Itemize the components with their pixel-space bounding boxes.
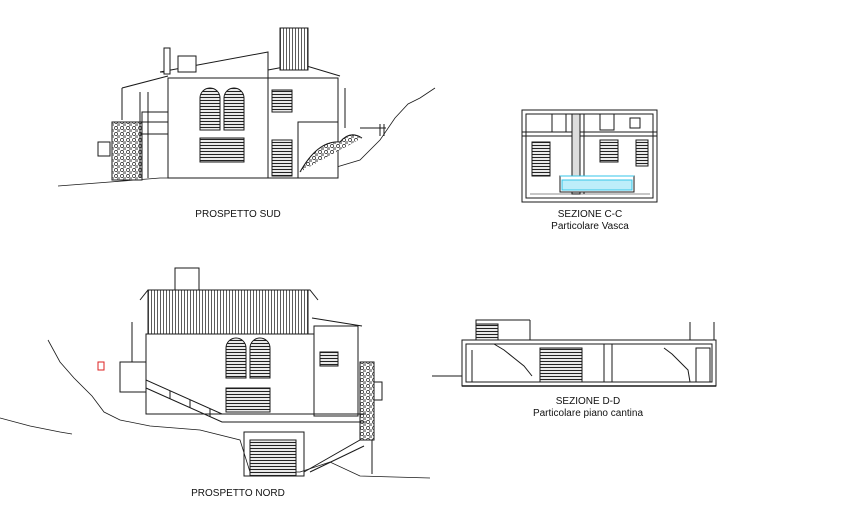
sezione-cc-section bbox=[521, 109, 658, 203]
sezione-dd-title: SEZIONE D-D bbox=[555, 396, 621, 407]
sezione-cc-caption: SEZIONE C-C Particolare Vasca bbox=[510, 209, 670, 233]
sezione-cc-subtitle: Particolare Vasca bbox=[551, 221, 629, 232]
prospetto-nord-elevation bbox=[0, 267, 431, 479]
sezione-dd-caption: SEZIONE D-D Particolare piano cantina bbox=[508, 396, 668, 420]
prospetto-sud-title: PROSPETTO SUD bbox=[195, 209, 281, 220]
sezione-dd-subtitle: Particolare piano cantina bbox=[532, 408, 644, 419]
sezione-cc-title: SEZIONE C-C bbox=[557, 209, 623, 220]
prospetto-nord-title: PROSPETTO NORD bbox=[191, 488, 285, 499]
prospetto-sud-elevation bbox=[57, 27, 436, 187]
sezione-dd-section bbox=[432, 319, 717, 387]
